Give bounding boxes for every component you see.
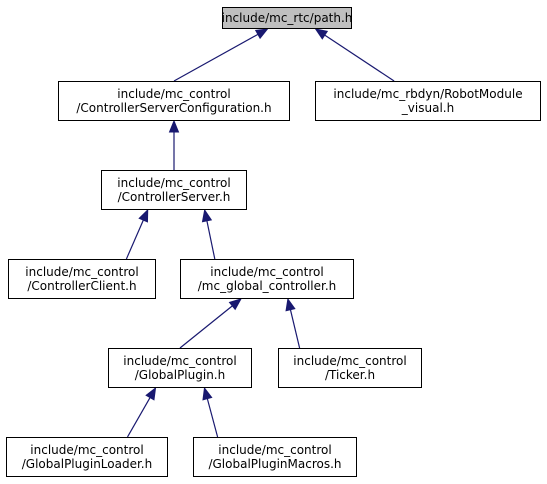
node-robotmodule-visual-h[interactable]: include/mc_rbdyn/RobotModule _visual.h <box>315 81 541 121</box>
arrowhead-csconf-to-path <box>254 28 269 40</box>
node-global-plugin-loader-h[interactable]: include/mc_control /GlobalPluginLoader.h <box>6 437 168 477</box>
node-label-line: include/mc_rtc/path.h <box>221 11 353 25</box>
edge-ticker-to-gctl <box>289 309 301 349</box>
node-label-line: /GlobalPluginMacros.h <box>208 457 342 471</box>
node-label-line: include/mc_control <box>210 265 324 279</box>
node-mc-global-controller-h[interactable]: include/mc_control /mc_global_controller… <box>180 259 354 299</box>
arrowhead-gctl-to-server <box>201 208 213 223</box>
node-controller-server-h[interactable]: include/mc_control /ControllerServer.h <box>101 170 247 210</box>
edge-gctl-to-server <box>206 220 216 260</box>
node-label-line: /ControllerClient.h <box>27 279 137 293</box>
node-label-line: include/mc_control <box>123 354 237 368</box>
arrowhead-gplug-to-gctl <box>228 298 242 311</box>
node-label-line: include/mc_control <box>293 354 407 368</box>
edge-gplug-to-gctl <box>179 305 233 349</box>
edge-rmvis-to-path <box>324 34 395 82</box>
node-label-line: include/mc_control <box>117 87 231 101</box>
edge-client-to-server <box>125 219 144 260</box>
edge-gpload-to-gplug <box>126 397 151 438</box>
node-label-line: /mc_global_controller.h <box>197 279 337 293</box>
node-label-line: /GlobalPluginLoader.h <box>21 457 153 471</box>
node-controller-server-configuration-h[interactable]: include/mc_control /ControllerServerConf… <box>58 81 290 121</box>
arrowhead-gpmac-to-gplug <box>202 386 213 401</box>
node-label-line: include/mc_control <box>25 265 139 279</box>
node-label-line: include/mc_control <box>218 443 332 457</box>
arrowhead-ticker-to-gctl <box>285 297 296 312</box>
node-global-plugin-macros-h[interactable]: include/mc_control /GlobalPluginMacros.h <box>193 437 357 477</box>
node-label-line: include/mc_control <box>117 176 231 190</box>
node-path-h[interactable]: include/mc_rtc/path.h <box>222 7 352 29</box>
arrowhead-gpload-to-gplug <box>145 386 157 401</box>
node-controller-client-h[interactable]: include/mc_control /ControllerClient.h <box>8 259 156 299</box>
edge-gpmac-to-gplug <box>206 398 219 438</box>
node-label-line: include/mc_control <box>30 443 144 457</box>
arrowhead-server-to-csconf <box>168 119 180 133</box>
node-label-line: /ControllerServer.h <box>117 190 231 204</box>
node-label-line: /GlobalPlugin.h <box>134 368 226 382</box>
node-ticker-h[interactable]: include/mc_control /Ticker.h <box>278 348 422 388</box>
node-label-line: /ControllerServerConfiguration.h <box>76 101 272 115</box>
node-global-plugin-h[interactable]: include/mc_control /GlobalPlugin.h <box>108 348 252 388</box>
node-label-line: /Ticker.h <box>324 368 376 382</box>
node-label-line: include/mc_rbdyn/RobotModule <box>333 87 523 101</box>
edge-csconf-to-path <box>173 33 259 82</box>
node-label-line: _visual.h <box>401 101 455 115</box>
arrowhead-client-to-server <box>138 208 149 223</box>
arrowhead-rmvis-to-path <box>314 28 329 40</box>
